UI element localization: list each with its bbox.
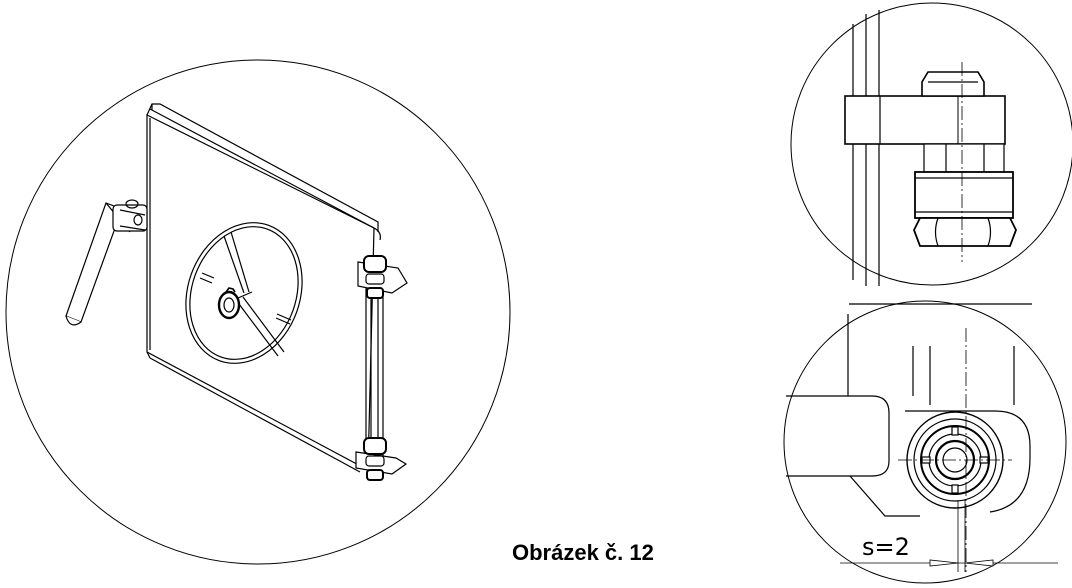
detail-bottom: s=2 [783,300,1067,584]
main-view [5,59,511,565]
figure-caption: Obrázek č. 12 [512,540,654,565]
handle-lever [65,199,148,326]
hinge-rod [365,268,384,468]
hinge-bottom [355,437,408,481]
door-panel [146,103,381,473]
main-view-circle [5,59,511,565]
round-window [185,222,303,364]
dimension-label: s=2 [862,533,910,561]
detail-bottom-circle [783,300,1067,584]
hinge-top [357,255,408,299]
center-knob [217,287,253,320]
detail-top-circle [790,2,1072,286]
detail-top [790,2,1072,286]
